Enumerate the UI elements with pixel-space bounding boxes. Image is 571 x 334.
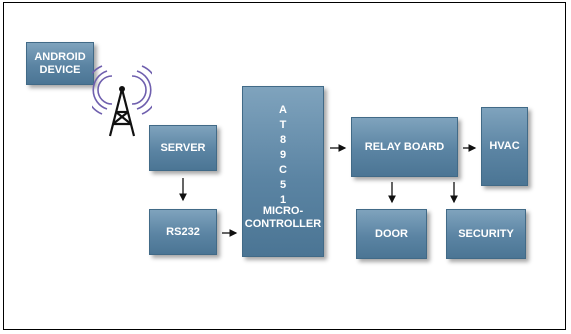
rs232-label: RS232 — [166, 225, 200, 238]
server-label: SERVER — [160, 141, 206, 154]
relay-board-block: RELAY BOARD — [351, 117, 458, 177]
mcu-chip-name: A T 8 9 C 5 1 — [243, 103, 323, 208]
diagram-frame — [3, 2, 566, 330]
relay-board-label: RELAY BOARD — [364, 140, 445, 153]
server-block: SERVER — [149, 125, 217, 171]
rs232-block: RS232 — [149, 209, 217, 255]
security-label: SECURITY — [458, 227, 514, 240]
mcu-letter: 8 — [279, 134, 287, 146]
mcu-letter: A — [279, 104, 287, 116]
mcu-letter: 9 — [279, 149, 287, 161]
door-label: DOOR — [375, 227, 408, 240]
antenna-tower-icon — [92, 65, 152, 137]
hvac-block: HVAC — [481, 107, 528, 186]
security-block: SECURITY — [446, 209, 526, 259]
mcu-letter: C — [279, 164, 287, 176]
mcu-letter: 1 — [279, 194, 287, 206]
android-device-label: ANDROID DEVICE — [34, 50, 86, 76]
mcu-letter: 5 — [279, 179, 287, 191]
android-device-block: ANDROID DEVICE — [26, 42, 94, 85]
hvac-label: HVAC — [489, 140, 520, 152]
microcontroller-label: MICRO- CONTROLLER — [244, 205, 322, 230]
door-block: DOOR — [356, 209, 427, 259]
mcu-letter: T — [279, 119, 287, 131]
microcontroller-block: A T 8 9 C 5 1 MICRO- CONTROLLER — [242, 86, 324, 257]
